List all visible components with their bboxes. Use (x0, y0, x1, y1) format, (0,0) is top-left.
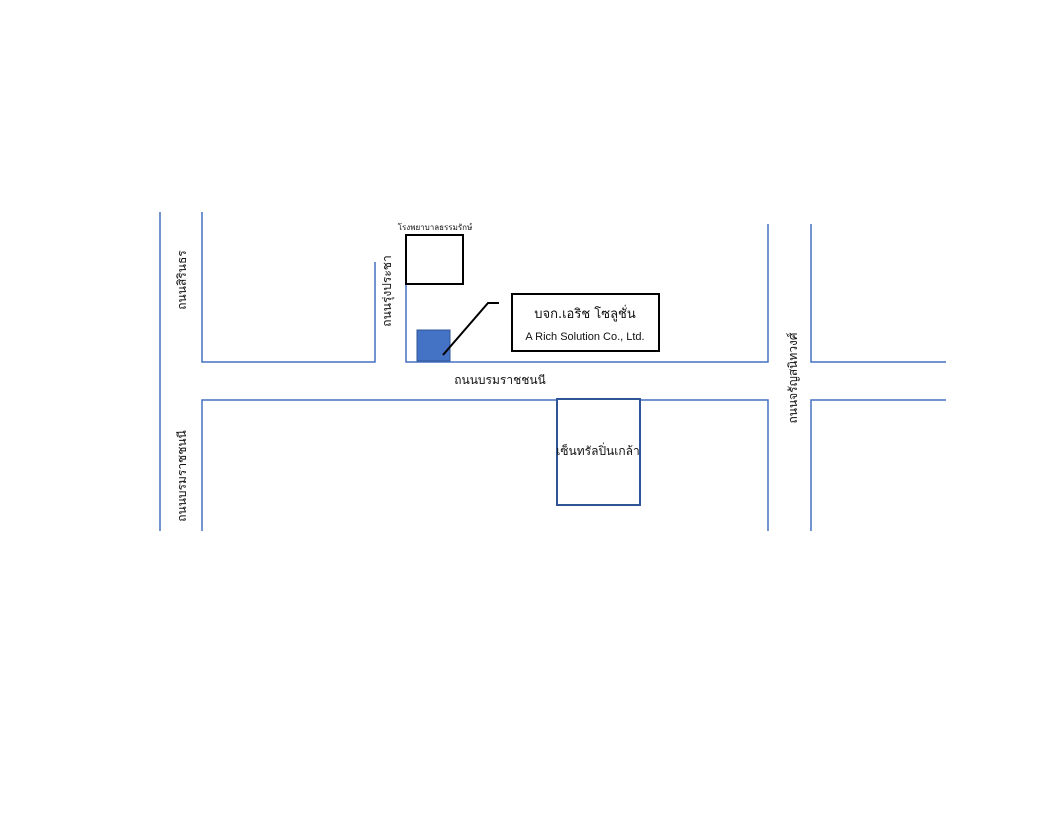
callout-leader-line (442, 302, 499, 356)
road-label-borommaratchachonnani-horizontal: ถนนบรมราชชนนี (454, 373, 546, 387)
central-pinklao-box (556, 398, 641, 506)
road-edge-block-top-right (810, 224, 946, 363)
road-edge-block-top-middle (405, 224, 769, 363)
company-name-th: บจก.เอริช โซลูชั่น (534, 305, 636, 322)
hospital-box (405, 234, 464, 285)
road-label-sirindhorn: ถนนสิรินธร (175, 250, 189, 310)
hospital-label: โรงพยาบาลธรรมรักษ์ (398, 222, 473, 232)
central-pinklao-label: เซ็นทรัลปิ่นเกล้า (556, 442, 639, 458)
road-edge-block-bottom-left (201, 399, 769, 531)
company-marker[interactable] (416, 329, 451, 362)
company-name-en: A Rich Solution Co., Ltd. (525, 331, 644, 343)
road-edge-block-top-left (201, 212, 376, 363)
road-label-borommaratchachonnani-vertical: ถนนบรมราชชนนี (175, 430, 189, 522)
road-label-charan-sanitwong: ถนนจรัญสนิทวงศ์ (786, 332, 800, 423)
road-label-rung-pracha: ถนนรุ่งประชา (380, 255, 395, 326)
company-callout-box (511, 293, 660, 352)
road-edge-block-bottom-right (810, 399, 946, 531)
